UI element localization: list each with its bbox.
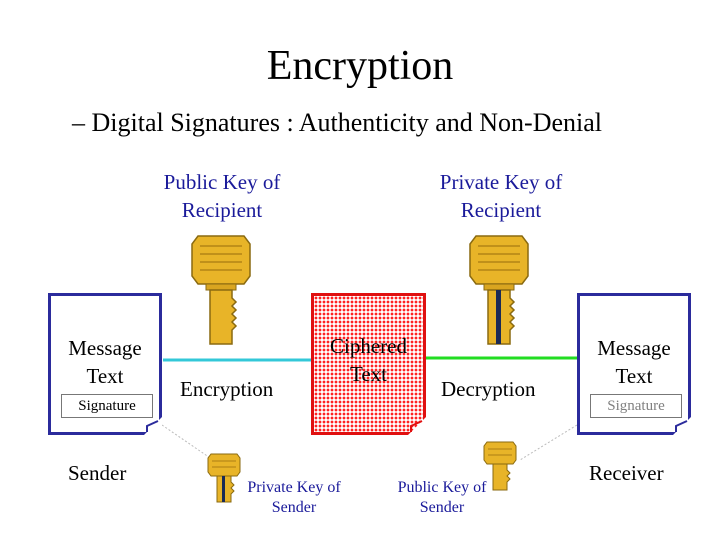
private-key-recipient-label: Private Key of Recipient (439, 170, 563, 222)
decryption-label: Decryption (441, 377, 536, 401)
receiver-message-text: Message Text (597, 336, 671, 388)
public-key-sender-icon (483, 441, 517, 491)
sender-sign-line (161, 424, 217, 463)
receiver-signature: Signature (590, 394, 682, 418)
receiver-label: Receiver (589, 461, 664, 485)
ciphered-document: Ciphered Text (311, 293, 426, 435)
sender-signature: Signature (61, 394, 153, 418)
private-key-recipient-icon (469, 235, 529, 345)
ciphered-text: Ciphered Text (330, 334, 407, 386)
public-key-recipient-icon (191, 235, 251, 345)
receiver-document: Message Text Signature (577, 293, 691, 435)
page-title: Encryption (266, 43, 454, 89)
private-key-sender-icon (207, 453, 241, 503)
page-fold-icon (144, 417, 162, 435)
page-fold-icon (408, 417, 426, 435)
encryption-label: Encryption (180, 377, 274, 401)
receiver-verify-line (519, 424, 578, 461)
public-key-recipient-label: Public Key of Recipient (163, 170, 281, 222)
page-fold-icon (673, 417, 691, 435)
private-key-sender-label: Private Key of Sender (247, 479, 341, 516)
sender-label: Sender (68, 461, 127, 485)
public-key-sender-label: Public Key of Sender (397, 479, 487, 516)
sender-document: Message Text Signature (48, 293, 162, 435)
page-subtitle: – Digital Signatures : Authenticity and … (72, 108, 603, 137)
sender-message-text: Message Text (68, 336, 142, 388)
